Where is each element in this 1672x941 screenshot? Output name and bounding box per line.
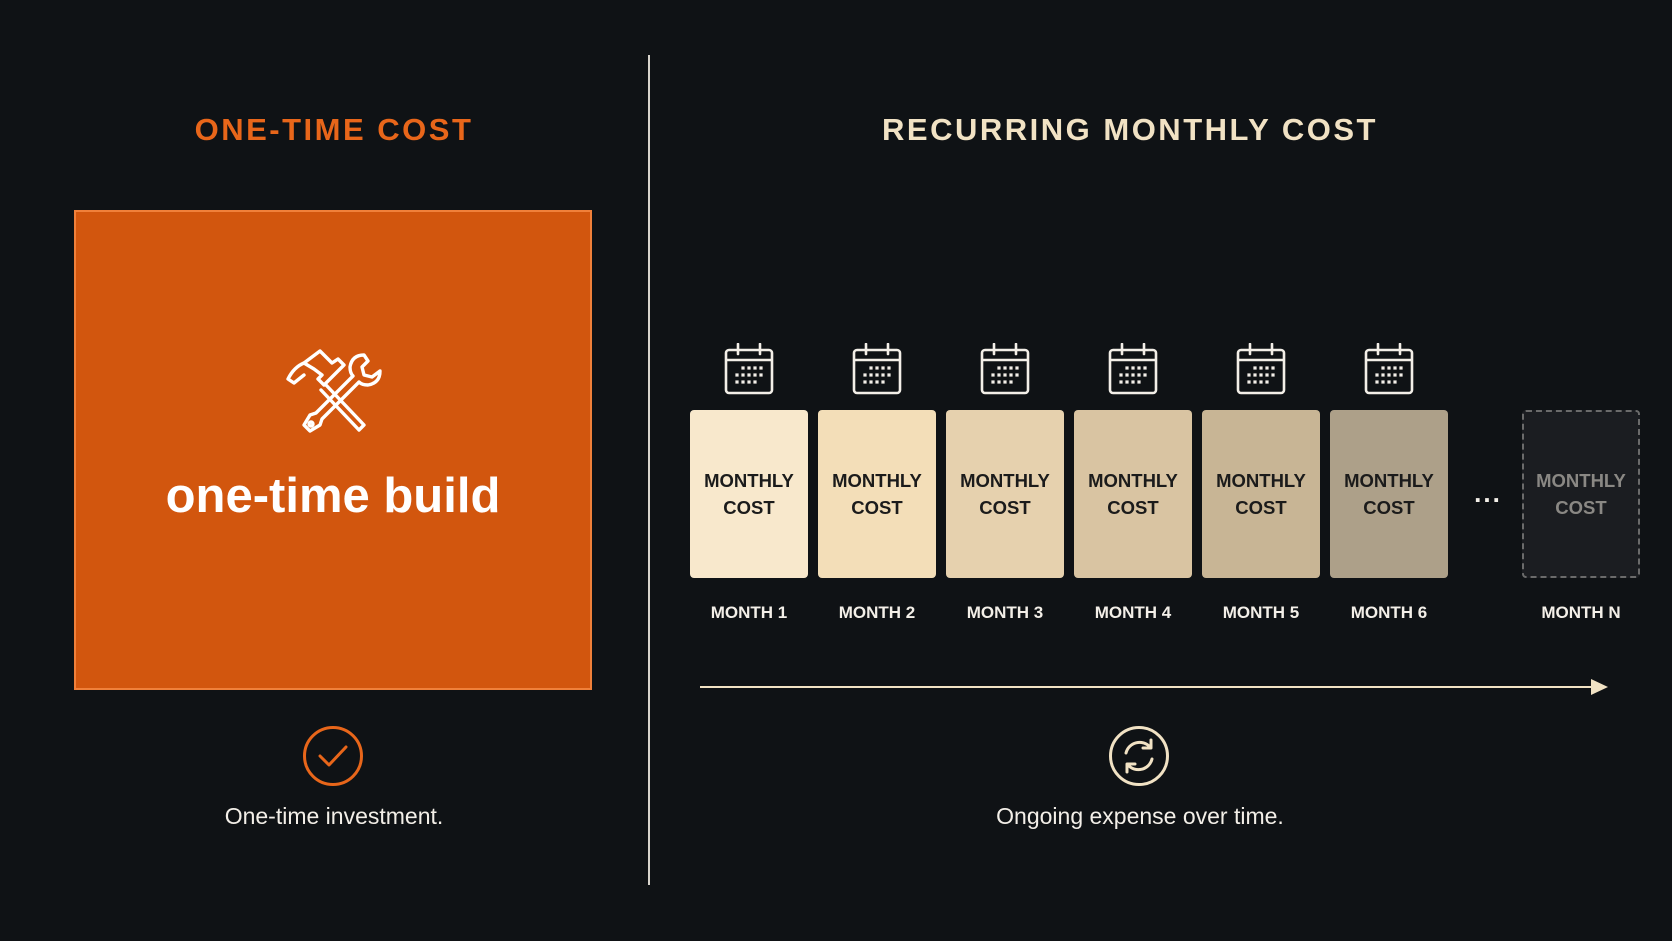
cycle-arrows-icon [1109, 726, 1169, 786]
card-text-line-2: COST [1363, 497, 1415, 518]
card-text-line-2: COST [979, 497, 1031, 518]
calendar-icon [1108, 343, 1158, 395]
monthly-cost-card: MONTHLY COST [946, 410, 1064, 578]
card-text-line-1: MONTHLY [1344, 470, 1434, 491]
card-text-line-1: MONTHLY [960, 470, 1050, 491]
timeline-arrow-icon [700, 679, 1608, 695]
monthly-cost-card: MONTHLY COST [690, 410, 808, 578]
one-time-cost-title: ONE-TIME COST [194, 112, 474, 147]
card-text-line-2: COST [1107, 497, 1159, 518]
card-text-line-2: COST [1235, 497, 1287, 518]
checkmark-circle-icon [303, 726, 363, 786]
recurring-monthly-cost-title: RECURRING MONTHLY COST [882, 112, 1378, 147]
month-label: MONTH 1 [710, 603, 788, 622]
month-label: MONTH 3 [966, 603, 1044, 622]
card-text-line-1: MONTHLY [704, 470, 794, 491]
ongoing-expense-caption: Ongoing expense over time. [996, 803, 1284, 829]
card-text-line-1: MONTHLY [1216, 470, 1306, 491]
calendar-icon [724, 343, 774, 395]
month-label: MONTH 2 [838, 603, 916, 622]
card-text-line-1: MONTHLY [832, 470, 922, 491]
hammer-wrench-icon [286, 349, 382, 433]
calendar-icon [1364, 343, 1414, 395]
monthly-cost-card: MONTHLY COST [1522, 410, 1640, 578]
card-text-line-2: COST [1555, 497, 1607, 518]
one-time-build-label: one-time build [165, 469, 501, 523]
calendar-icon [1236, 343, 1286, 395]
month-label: MONTH 6 [1350, 603, 1428, 622]
month-label: MONTH 4 [1094, 603, 1172, 622]
ellipsis: ... [1474, 478, 1502, 508]
card-text-line-1: MONTHLY [1088, 470, 1178, 491]
card-text-line-2: COST [723, 497, 775, 518]
one-time-investment-caption: One-time investment. [224, 803, 444, 829]
card-text-line-2: COST [851, 497, 903, 518]
column-divider [648, 55, 650, 885]
calendar-icon [852, 343, 902, 395]
monthly-cost-card: MONTHLY COST [1074, 410, 1192, 578]
calendar-icon [980, 343, 1030, 395]
card-text-line-1: MONTHLY [1536, 470, 1626, 491]
monthly-cost-card: MONTHLY COST [1330, 410, 1448, 578]
month-label: MONTH 5 [1222, 603, 1300, 622]
month-label: MONTH N [1541, 603, 1621, 622]
monthly-cost-card: MONTHLY COST [1202, 410, 1320, 578]
monthly-cost-card: MONTHLY COST [818, 410, 936, 578]
one-time-build-box [74, 210, 592, 690]
